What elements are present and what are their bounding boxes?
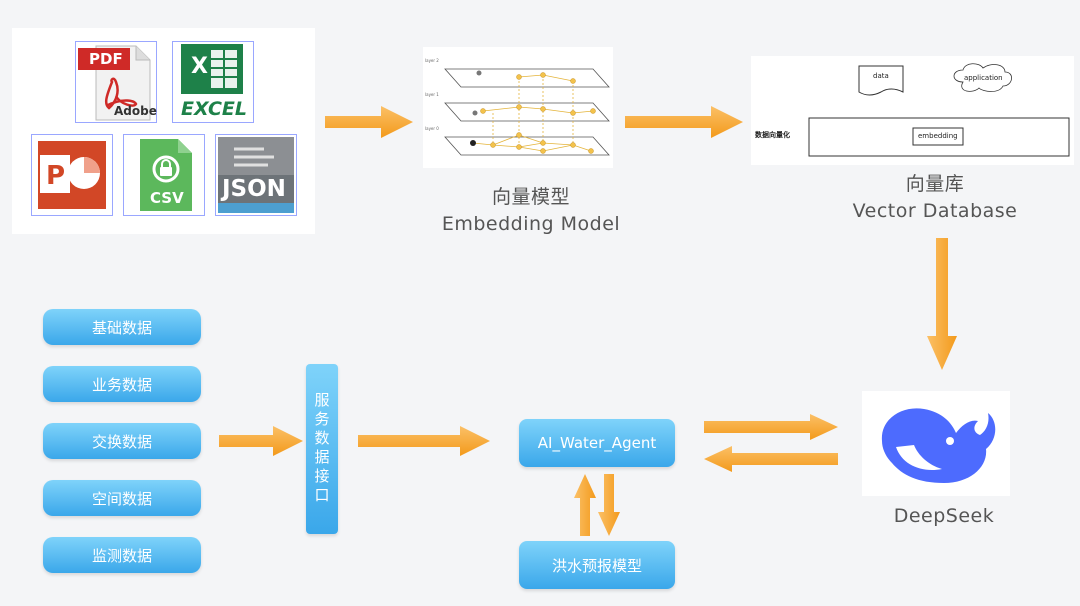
json-label: JSON [222,176,286,202]
arrow-right-3 [219,426,303,456]
arrow-left-1 [704,446,838,472]
arrow-right-1 [325,106,413,138]
service-data-interface[interactable]: 服务数据接口 [306,364,338,534]
deepseek-caption: DeepSeek [893,505,995,527]
interface-label: 服务数据接口 [312,392,331,506]
source-monitoring-data[interactable]: 监测数据 [43,537,201,573]
excel-file-icon: X EXCEL [172,41,254,123]
embedding-caption: 向量模型 Embedding Model [418,184,644,238]
vector-db-title-cn: 向量库 [905,173,965,195]
json-file-icon: JSON [215,134,297,216]
agent-label: AI_Water_Agent [537,434,657,452]
excel-label: EXCEL [181,98,247,120]
vector-db-caption: 向量库 Vector Database [820,171,1050,225]
vector-db-title-en: Vector Database [852,200,1018,222]
arrow-right-5 [704,414,838,440]
source-exchange-data[interactable]: 交换数据 [43,423,201,459]
embedding-title-cn: 向量模型 [491,186,570,208]
ppt-letter: P [46,161,66,191]
arrow-up-1 [574,474,596,536]
excel-letter: X [191,54,208,79]
vectorization-label: 数据向量化 [755,131,790,139]
deepseek-logo-panel [862,391,1010,496]
embedding-box [912,127,964,146]
data-document-shape [858,65,904,96]
data-label: data [873,72,889,80]
pdf-file-icon: PDF Adobe [75,41,157,123]
pdf-label: PDF [89,50,123,68]
arrow-right-4 [358,426,490,456]
arrow-right-2 [625,106,743,138]
csv-file-icon: CSV [123,134,205,216]
arrow-down-1 [927,238,957,370]
layer-1-label: layer 1 [425,92,439,97]
source-spatial-data[interactable]: 空间数据 [43,480,201,516]
arrow-down-2 [598,474,620,536]
embedding-label: embedding [918,132,958,140]
ppt-file-icon: P [31,134,113,216]
embedding-graph-panel: layer 2 layer 1 layer 0 [423,47,613,168]
flood-forecast-model-box[interactable]: 洪水预报模型 [519,541,675,589]
model-label: 洪水预报模型 [551,556,642,575]
adobe-label: Adobe [114,104,157,118]
source-business-data[interactable]: 业务数据 [43,366,201,402]
application-cloud-shape [953,63,1012,92]
layered-graph-diagram: layer 2 layer 1 layer 0 [425,58,610,156]
embedding-title-en: Embedding Model [441,213,621,235]
source-basic-data[interactable]: 基础数据 [43,309,201,345]
layer-2-label: layer 2 [425,58,439,63]
layer-0-label: layer 0 [425,126,439,131]
application-label: application [964,74,1003,82]
vector-db-panel: data application 数据向量化 embedding [751,56,1074,165]
ai-water-agent-box[interactable]: AI_Water_Agent [519,419,675,467]
deepseek-whale-icon [881,408,996,483]
file-types-panel: PDF Adobe X EXCEL P [12,28,315,234]
csv-label: CSV [150,189,184,207]
